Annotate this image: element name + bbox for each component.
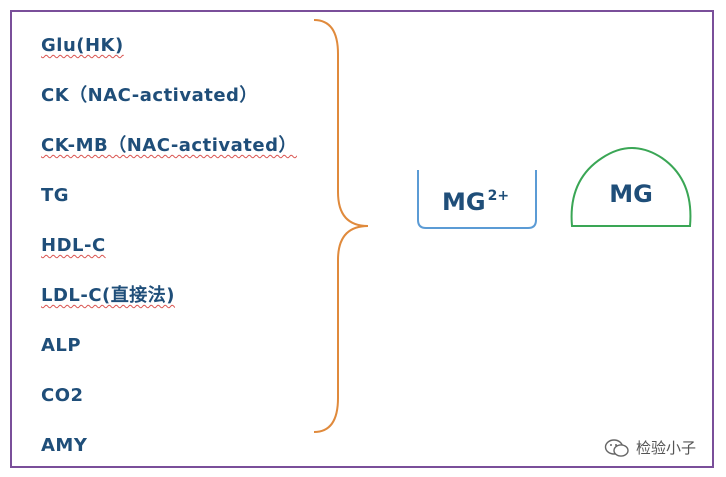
test-item: CK（NAC-activated） — [41, 85, 258, 107]
test-item-label: TG — [41, 185, 70, 206]
test-item: TG — [41, 185, 69, 207]
mg-label: MG — [609, 180, 653, 208]
test-item-label: ALP — [41, 335, 82, 356]
test-item: LDL-C(直接法) — [41, 285, 175, 307]
watermark: 检验小子 — [604, 437, 696, 458]
test-item: ALP — [41, 335, 81, 357]
cup-outline — [417, 170, 537, 229]
test-item-label: HDL-C — [41, 235, 106, 256]
test-item: Glu(HK) — [41, 35, 124, 57]
test-item: CK-MB（NAC-activated） — [41, 135, 297, 157]
test-item: AMY — [41, 435, 87, 457]
right-curly-brace — [313, 19, 369, 433]
test-item-label: LDL-C(直接法) — [41, 285, 176, 306]
mg-reagent-dome: MG — [566, 140, 696, 232]
charge-superscript: 2+ — [487, 188, 510, 204]
test-item: CO2 — [41, 385, 84, 407]
watermark-text: 检验小子 — [636, 439, 697, 457]
test-item-label: CK-MB（NAC-activated） — [41, 135, 297, 156]
dome-outline — [570, 147, 692, 227]
test-item-label: CK（NAC-activated） — [41, 85, 258, 106]
test-item-label: Glu(HK) — [41, 35, 124, 56]
test-item: HDL-C — [41, 235, 106, 257]
test-item-label: AMY — [41, 435, 88, 456]
test-item-label: CO2 — [41, 385, 84, 406]
wechat-icon — [604, 438, 629, 457]
diagram-frame — [10, 10, 714, 468]
